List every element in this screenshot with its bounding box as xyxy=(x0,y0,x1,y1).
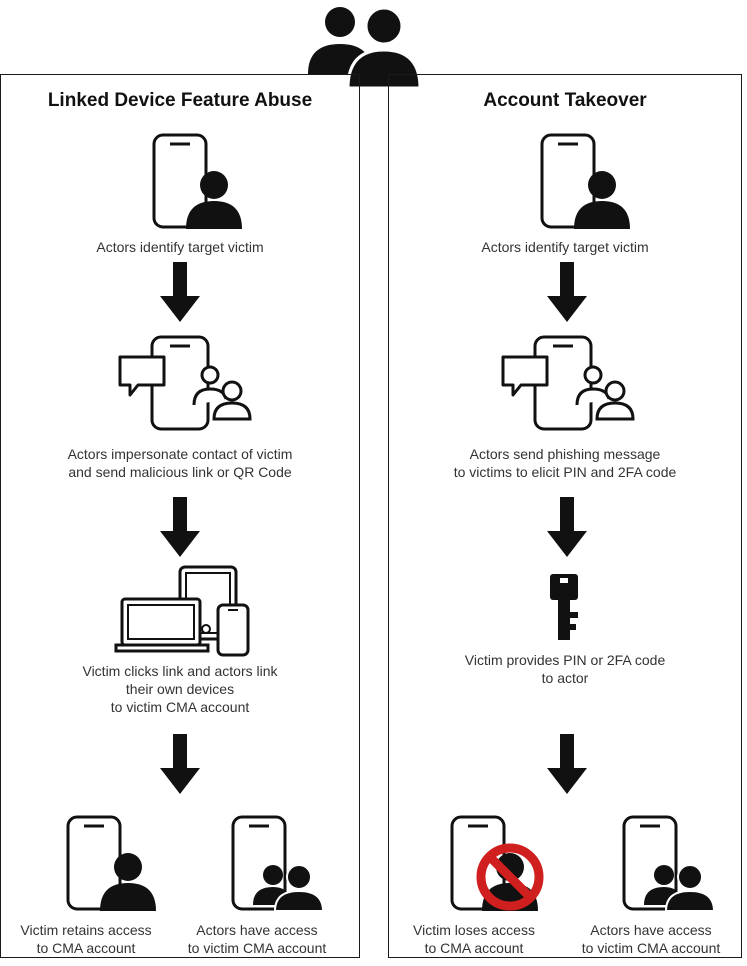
caption-line: to victim CMA account xyxy=(187,940,327,956)
caption-line: Actors have access xyxy=(590,922,712,938)
left-step1-caption: Actors identify target victim xyxy=(0,238,360,256)
caption-line: to victims to elicit PIN and 2FA code xyxy=(453,464,677,480)
down-arrow xyxy=(160,262,200,322)
caption-line: and send malicious link or QR Code xyxy=(68,464,292,480)
chat-phone-contacts-icon xyxy=(118,335,252,431)
left-outcome1-caption: Victim retains access to CMA account xyxy=(6,921,166,957)
caption-line: to actor xyxy=(541,670,589,686)
actors-group-icon xyxy=(308,6,422,90)
blocked-phone-person-icon xyxy=(450,815,544,911)
caption-line: Actors send phishing message xyxy=(469,446,661,462)
phone-with-group-icon xyxy=(231,815,325,912)
down-arrow xyxy=(160,734,200,794)
down-arrow xyxy=(160,497,200,557)
caption-line: Victim loses access xyxy=(413,922,535,938)
left-step3-caption: Victim clicks link and actors link their… xyxy=(0,662,360,716)
caption-line: to CMA account xyxy=(424,940,524,956)
right-outcome1-caption: Victim loses access to CMA account xyxy=(394,921,554,957)
caption-line: Victim clicks link and actors link xyxy=(82,663,278,679)
phone-with-person-icon xyxy=(540,133,630,229)
caption-line: to victim CMA account xyxy=(110,699,250,715)
left-outcome2-caption: Actors have access to victim CMA account xyxy=(176,921,338,957)
caption-line: Actors identify target victim xyxy=(481,239,649,255)
phone-with-person-icon xyxy=(152,133,242,229)
account-takeover-panel xyxy=(388,74,742,958)
right-step3-caption: Victim provides PIN or 2FA code to actor xyxy=(388,651,742,687)
down-arrow xyxy=(547,497,587,557)
caption-line: to CMA account xyxy=(36,940,136,956)
linked-devices-icon xyxy=(114,565,250,657)
key-icon xyxy=(550,574,578,640)
caption-line: Actors impersonate contact of victim xyxy=(67,446,293,462)
left-panel-title: Linked Device Feature Abuse xyxy=(47,90,313,111)
right-panel-title: Account Takeover xyxy=(483,90,647,111)
left-step2-caption: Actors impersonate contact of victim and… xyxy=(0,445,360,481)
right-outcome2-caption: Actors have access to victim CMA account xyxy=(566,921,736,957)
down-arrow xyxy=(547,262,587,322)
chat-phone-contacts-icon xyxy=(501,335,635,431)
caption-line: Victim provides PIN or 2FA code xyxy=(464,652,666,668)
right-step1-caption: Actors identify target victim xyxy=(388,238,742,256)
caption-line: Victim retains access xyxy=(20,922,152,938)
caption-line: Actors identify target victim xyxy=(96,239,264,255)
right-step2-caption: Actors send phishing message to victims … xyxy=(388,445,742,481)
phone-with-group-icon xyxy=(622,815,716,912)
linked-device-abuse-panel xyxy=(0,74,360,958)
down-arrow xyxy=(547,734,587,794)
caption-line: to victim CMA account xyxy=(581,940,721,956)
caption-line: their own devices xyxy=(125,681,235,697)
caption-line: Actors have access xyxy=(196,922,318,938)
phone-with-person-icon xyxy=(66,815,156,911)
